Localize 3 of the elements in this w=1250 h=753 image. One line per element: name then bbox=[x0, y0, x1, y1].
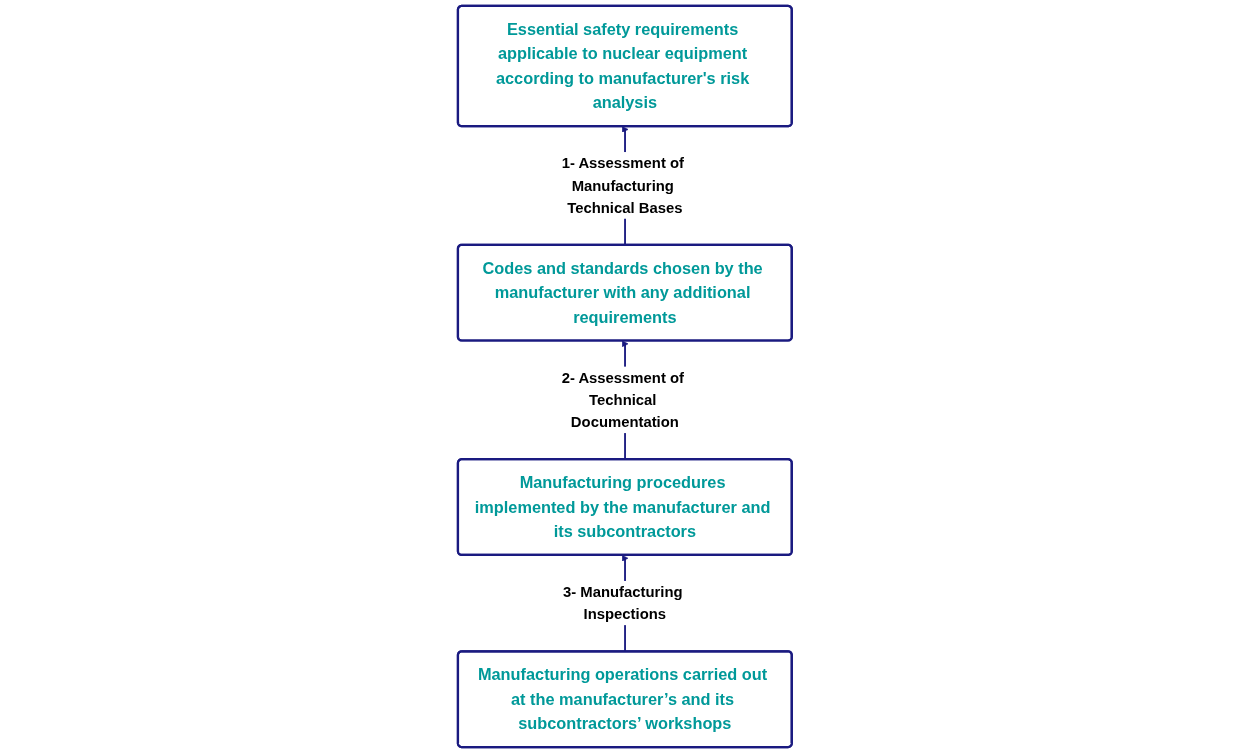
edge-label: 3- Manufacturing Inspections bbox=[563, 583, 683, 623]
edge-label: 1- Assessment of Manufacturing Technical Bases bbox=[561, 155, 685, 216]
edge-label: 2- Assessment of Technical Documentation bbox=[561, 369, 685, 431]
